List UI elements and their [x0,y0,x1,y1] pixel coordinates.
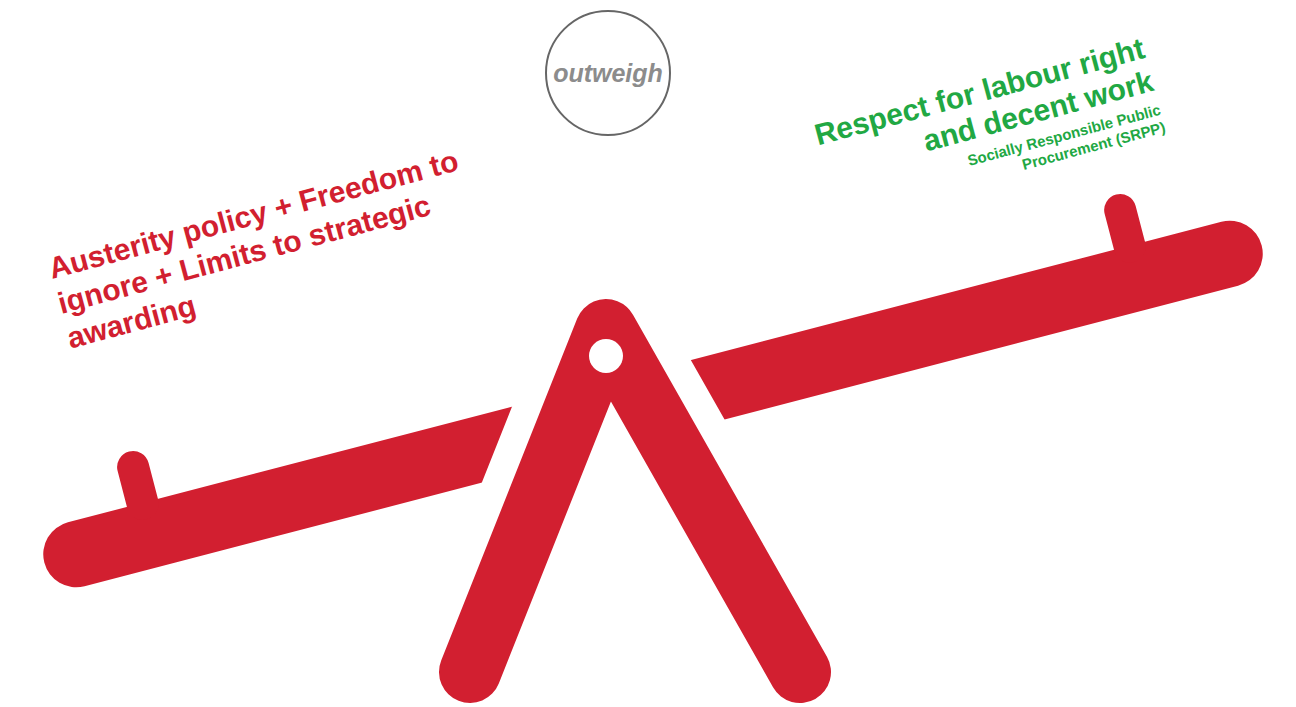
beam-peg [1101,190,1150,266]
left-text-group: Austerity policy + Freedom to ignore + L… [45,136,508,357]
comparison-circle: outweigh [545,10,671,136]
fulcrum [470,330,800,672]
left-weight-text: Austerity policy + Freedom to ignore + L… [45,136,508,357]
fulcrum-gap [470,330,800,672]
node-label: outweigh [553,59,663,88]
beam-peg [114,448,163,524]
right-weight-heading: Respect for labour right and decent work [763,31,1157,198]
fulcrum-hole [589,339,623,373]
